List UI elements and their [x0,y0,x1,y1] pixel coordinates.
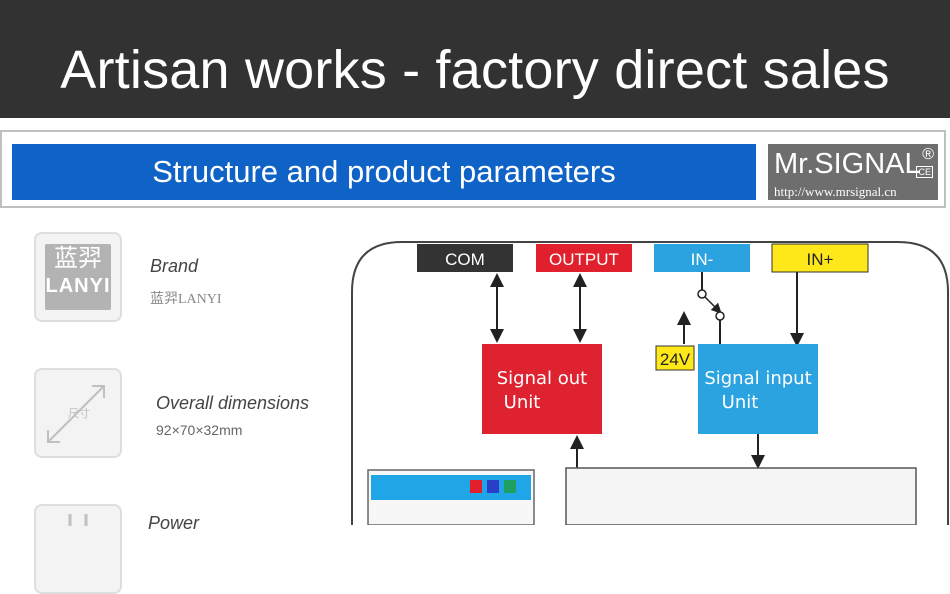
terminal-com [417,244,513,272]
registered-mark: ® [922,146,934,163]
terminal-in-plus [771,243,869,273]
signal-out-line1: Signal out [497,368,588,389]
brand-logo-english: LANYI [45,275,111,297]
params-header-bar: Structure and product parameters Mr.SIGN… [0,130,946,208]
terminal-output [536,244,632,272]
signal-out-line2: Unit [504,392,541,413]
indicator-red [470,480,482,493]
signal-in-line2: Unit [722,392,759,413]
signal-in-unit [698,344,818,434]
dimensions-label: Overall dimensions [156,393,310,413]
brand-icon-box: 蓝羿 LANYI [34,232,122,322]
params-title: Structure and product parameters [12,144,756,200]
top-banner: Artisan works - factory direct sales [0,0,950,118]
terminal-in-plus-label: IN+ [807,250,834,269]
terminal-output-label: OUTPUT [549,250,619,269]
wiring-diagram: COM OUTPUT IN- IN+ 24V Signal out Unit S… [350,236,950,525]
brand-label: Brand [150,256,199,276]
mrsignal-logo: Mr.SIGNAL ® CE http://www.mrsignal.cn [768,144,938,200]
terminal-in-minus [654,244,750,272]
banner-title: Artisan works - factory direct sales [60,40,890,100]
logo-name: Mr.SIGNAL [774,148,921,180]
supply-24v-box [655,345,695,371]
brand-logo-chinese: 蓝羿 [54,246,102,272]
switch-contact-bottom [715,311,725,321]
dimension-icon-text: 尺寸 [68,406,90,420]
terminal-in-minus-label: IN- [691,250,714,269]
ruler-diagonal-icon: 尺寸 [47,385,105,443]
power-label: Power [148,513,200,533]
terminal-com-label: COM [445,250,485,269]
switch-contact-top [697,289,707,299]
indicator-green [504,480,516,493]
supply-24v-label: 24V [660,350,691,369]
signal-out-unit [482,344,602,434]
power-plug-icon [68,514,88,526]
dimension-icon-box: 尺寸 [34,368,122,458]
switch-blade [704,296,722,314]
parameters-panel: 蓝羿 LANYI Brand 蓝羿LANYI 尺寸 Overall dimens… [0,210,350,594]
dimensions-value: 92×70×32mm [156,422,243,438]
signal-in-line1: Signal input [704,368,811,389]
indicator-blue [487,480,499,493]
wiring-diagram-svg: COM OUTPUT IN- IN+ 24V Signal out Unit S… [351,241,949,525]
ce-mark: CE [916,166,933,178]
brand-logo-icon: 蓝羿 LANYI [45,244,111,310]
brand-value: 蓝羿LANYI [150,292,222,307]
processing-unit-box [565,467,917,525]
power-icon-box [34,504,122,594]
logo-url: http://www.mrsignal.cn [774,184,897,199]
